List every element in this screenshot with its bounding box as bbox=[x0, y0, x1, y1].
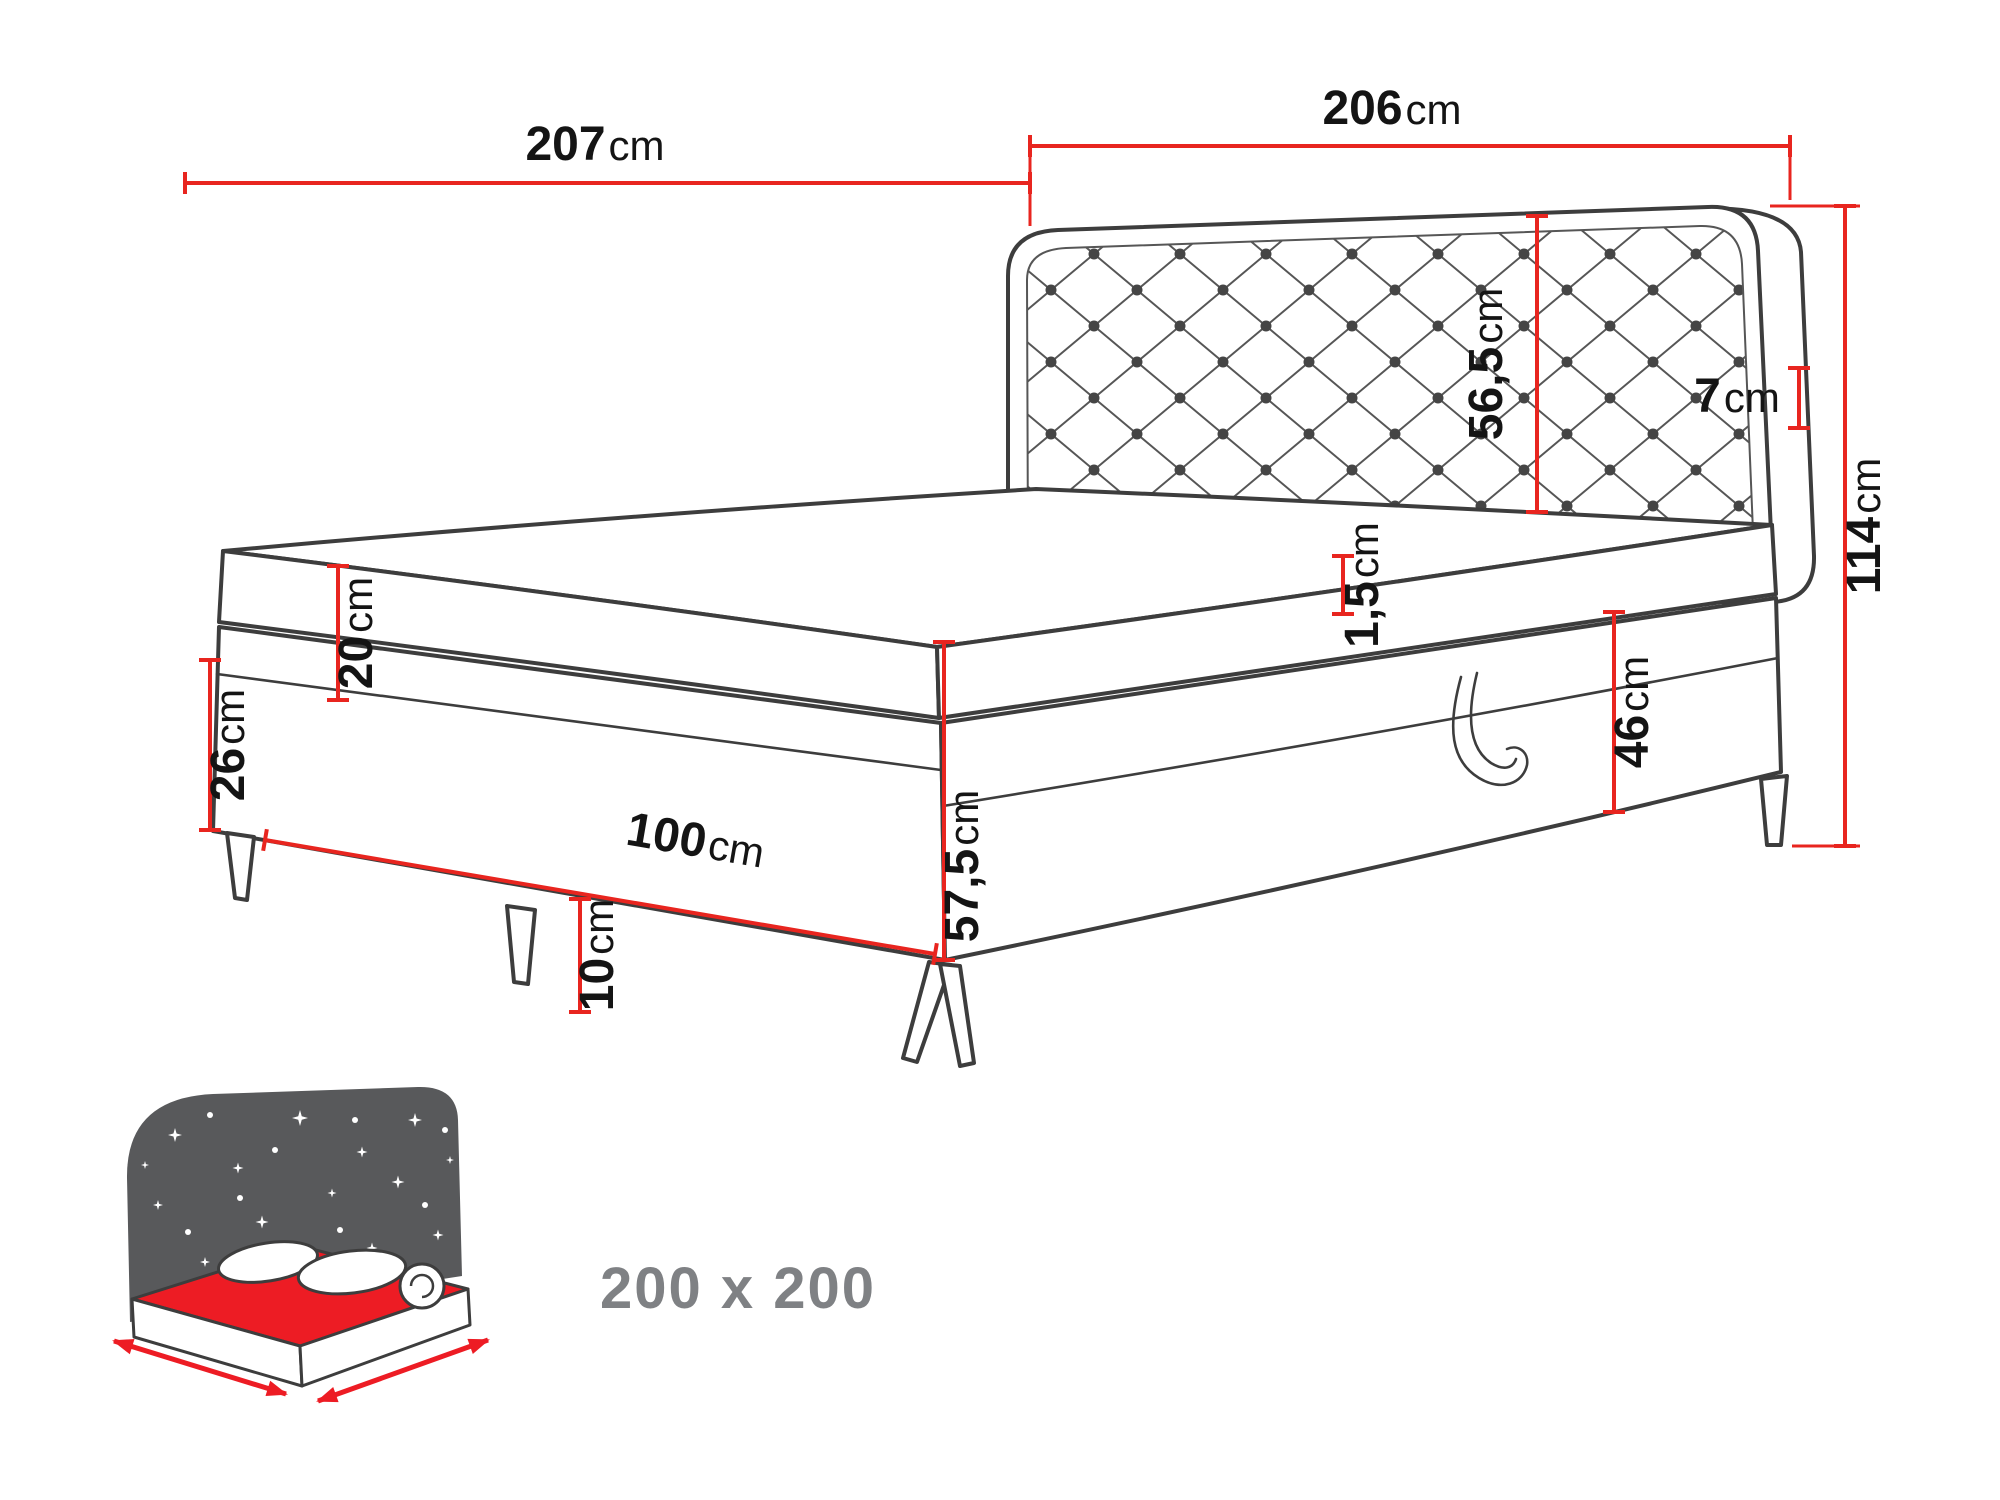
bed-base bbox=[211, 596, 1783, 962]
dimension-label: 57,5cm bbox=[936, 790, 989, 942]
mattress bbox=[217, 487, 1778, 720]
dimension-leg-height: 10cm bbox=[569, 897, 624, 1014]
dimension-base-side-height: 26cm bbox=[199, 658, 255, 832]
star-icon bbox=[207, 1112, 213, 1118]
dimension-headboard-depth: 7cm bbox=[1694, 366, 1810, 430]
bed-leg-left bbox=[225, 831, 256, 902]
bed-leg-right bbox=[1759, 774, 1789, 847]
size-icon: 200 x 200 bbox=[112, 1086, 876, 1404]
icon-stars bbox=[141, 1110, 454, 1267]
duvet-roll-icon bbox=[398, 1262, 446, 1310]
dimension-headboard-height: 56,5cm bbox=[1460, 214, 1548, 514]
base-left-seam bbox=[215, 672, 943, 772]
dimension-storage-length: 100cm bbox=[261, 803, 939, 966]
dimension-total-height: 114cm bbox=[1770, 204, 1891, 848]
dimension-label: 206cm bbox=[1322, 82, 1461, 135]
icon-depth-arrow bbox=[316, 1337, 490, 1404]
dimension-headboard-width: 206cm bbox=[1028, 82, 1792, 200]
bed-leg-middle bbox=[505, 904, 537, 986]
dimension-topper-seam: 1,5cm bbox=[1332, 522, 1389, 648]
base-right-seam bbox=[941, 656, 1780, 808]
dimension-label: 100cm bbox=[623, 803, 769, 879]
duvet-roll-curl bbox=[409, 1273, 435, 1299]
star-icon bbox=[442, 1127, 448, 1133]
dimension-line bbox=[261, 828, 939, 966]
star-icon bbox=[272, 1147, 278, 1153]
star-icon bbox=[422, 1202, 428, 1208]
dimension-mattress-thickness: 20cm bbox=[327, 564, 383, 702]
dimension-label: 26cm bbox=[202, 689, 255, 801]
size-label: 200 x 200 bbox=[600, 1256, 876, 1321]
star-icon bbox=[352, 1117, 358, 1123]
dimension-label: 207cm bbox=[525, 118, 664, 171]
bed-leg-front-right-prong bbox=[938, 962, 976, 1068]
pillow-icon bbox=[296, 1248, 408, 1296]
dimension-label: 10cm bbox=[571, 899, 624, 1011]
star-icon bbox=[237, 1195, 243, 1201]
star-icon bbox=[337, 1227, 343, 1233]
dimension-label: 114cm bbox=[1838, 458, 1891, 594]
bed-drawing bbox=[211, 204, 1817, 1068]
handle-inner-curve bbox=[1469, 671, 1518, 769]
dimension-label: 20cm bbox=[330, 577, 383, 689]
dimension-annotations: 207cm 206cm 56,5cm 7cm bbox=[183, 82, 1891, 1014]
star-icon bbox=[185, 1229, 191, 1235]
handle-outer-curve bbox=[1451, 675, 1529, 787]
dimension-label: 1,5cm bbox=[1336, 522, 1389, 648]
icon-pillows bbox=[217, 1240, 446, 1310]
icon-width-arrow bbox=[112, 1338, 288, 1397]
dimension-total-width: 207cm bbox=[183, 118, 1032, 226]
mattress-right-face bbox=[935, 523, 1778, 720]
storage-handle bbox=[1451, 671, 1529, 787]
headboard-tufting bbox=[1025, 224, 1756, 557]
base-right-face bbox=[939, 596, 1783, 962]
dimension-front-height: 57,5cm bbox=[933, 640, 989, 962]
dimension-label: 46cm bbox=[1606, 656, 1659, 768]
dimension-label: 7cm bbox=[1694, 370, 1780, 423]
dimension-storage-height: 46cm bbox=[1603, 610, 1659, 814]
pillow-icon bbox=[217, 1240, 319, 1284]
dimension-label: 56,5cm bbox=[1460, 288, 1513, 440]
